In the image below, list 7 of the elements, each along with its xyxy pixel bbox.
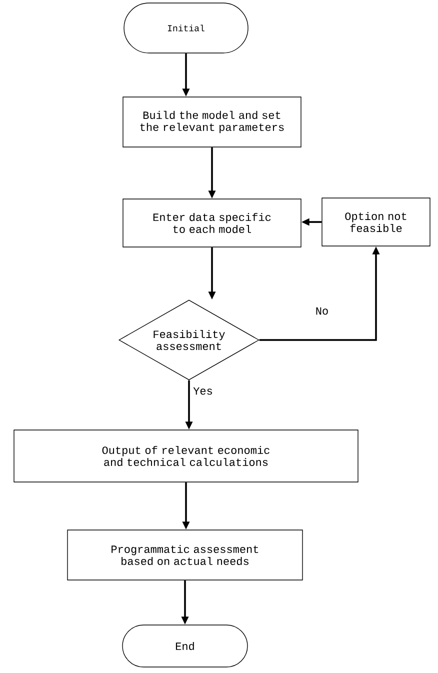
process-box: Enter data specific to each model <box>122 198 302 248</box>
edge-label: Yes <box>192 386 214 396</box>
edge-label: No <box>314 306 330 316</box>
process-box: Output of relevant economic and technical calculations <box>14 430 358 482</box>
process-box: Programmatic assessment based on actual needs <box>67 530 303 580</box>
process-box: Build the model and set the relevant parameters <box>122 96 302 148</box>
process-box: Option not feasible <box>322 198 430 246</box>
